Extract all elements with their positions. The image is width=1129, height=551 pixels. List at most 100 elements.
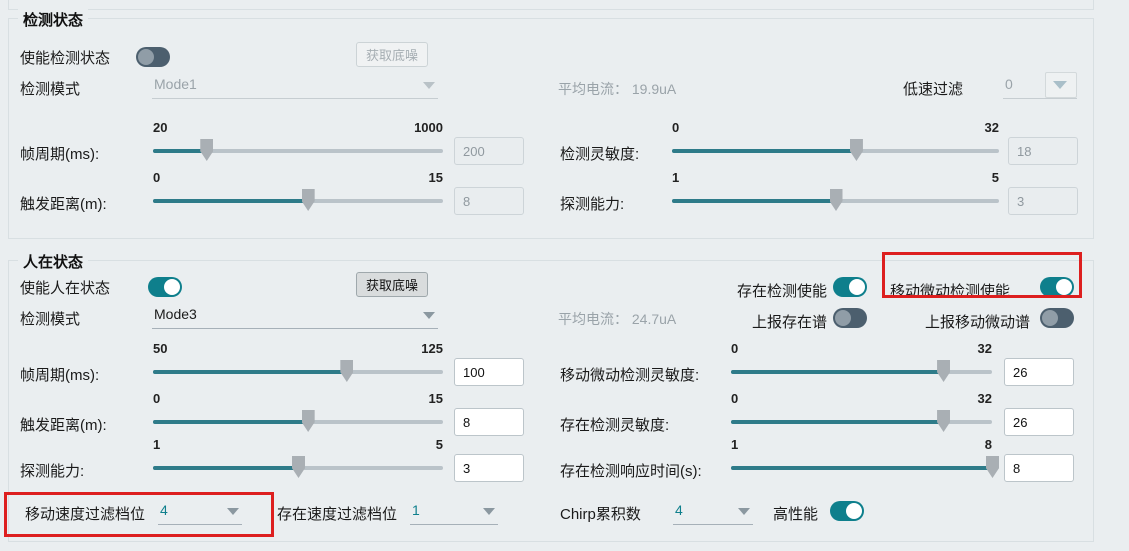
slider-min-label: 1 xyxy=(153,437,161,452)
report-presence-spectrum-toggle[interactable] xyxy=(833,308,867,328)
motion-speed-filter-label: 移动速度过滤档位 xyxy=(25,506,146,523)
slider-track[interactable] xyxy=(153,199,443,203)
slider-thumb[interactable] xyxy=(829,189,843,211)
slider-fill xyxy=(672,149,856,153)
get-noise-floor-button: 获取底噪 xyxy=(356,42,428,67)
slider-fill xyxy=(731,466,992,470)
slider-track[interactable] xyxy=(731,420,992,424)
slider-fill xyxy=(153,149,207,153)
chirp-accumulation-select[interactable]: 4 xyxy=(673,499,753,525)
slider-thumb[interactable] xyxy=(340,360,354,382)
chevron-down-icon xyxy=(423,312,435,319)
slider-min-label: 1 xyxy=(672,170,680,185)
detection-capability-value-input xyxy=(1008,187,1078,215)
frame-period-slider[interactable]: 20 1000 xyxy=(153,120,443,164)
slider-thumb[interactable] xyxy=(849,139,863,161)
slider-fill xyxy=(153,466,298,470)
slider-min-label: 0 xyxy=(672,120,680,135)
detection-capability-label: 探测能力: xyxy=(560,196,625,213)
detection-capability-slider[interactable]: 1 5 xyxy=(153,437,443,481)
trigger-distance-slider[interactable]: 0 15 xyxy=(153,391,443,435)
slider-track[interactable] xyxy=(731,466,992,470)
frame-period-slider[interactable]: 50 125 xyxy=(153,341,443,385)
motion-sensitivity-value-input[interactable] xyxy=(1004,358,1074,386)
section-presence-groupbox xyxy=(8,260,1094,542)
detection-sensitivity-label: 检测灵敏度: xyxy=(560,146,640,163)
chevron-down-icon xyxy=(227,508,239,515)
slider-thumb[interactable] xyxy=(937,360,951,382)
detection-capability-slider[interactable]: 1 5 xyxy=(672,170,999,214)
slider-thumb[interactable] xyxy=(200,139,214,161)
presence-mode-value: Mode3 xyxy=(154,306,197,322)
presence-sensitivity-value-input[interactable] xyxy=(1004,408,1074,436)
slider-track[interactable] xyxy=(153,370,443,374)
report-motion-spectrum-label: 上报移动微动谱 xyxy=(924,314,1030,331)
presence-speed-filter-select[interactable]: 1 xyxy=(410,499,498,525)
motion-sensitivity-slider[interactable]: 0 32 xyxy=(731,341,992,385)
presence-response-time-label: 存在检测响应时间(s): xyxy=(560,463,702,480)
detection-mode-select: Mode1 xyxy=(152,73,438,99)
slider-max-label: 32 xyxy=(984,120,999,135)
slider-thumb[interactable] xyxy=(301,189,315,211)
slider-min-label: 0 xyxy=(731,391,739,406)
slider-track[interactable] xyxy=(731,370,992,374)
toggle-knob xyxy=(1042,310,1058,326)
high-performance-label: 高性能 xyxy=(773,506,819,523)
motion-speed-filter-value: 4 xyxy=(160,502,168,518)
presence-response-time-slider[interactable]: 1 8 xyxy=(731,437,999,481)
slider-fill xyxy=(731,370,944,374)
slider-max-label: 5 xyxy=(435,437,443,452)
slider-min-label: 0 xyxy=(153,391,161,406)
toggle-knob xyxy=(138,49,154,65)
trigger-distance-slider[interactable]: 0 15 xyxy=(153,170,443,214)
chevron-down-icon xyxy=(423,82,435,89)
presence-sensitivity-slider[interactable]: 0 32 xyxy=(731,391,992,435)
detection-capability-value-input[interactable] xyxy=(454,454,524,482)
motion-detect-enable-toggle[interactable] xyxy=(1040,277,1074,297)
section-detection-title: 检测状态 xyxy=(18,9,89,30)
slider-max-label: 15 xyxy=(428,391,443,406)
slider-track[interactable] xyxy=(153,420,443,424)
enable-presence-label: 使能人在状态 xyxy=(20,280,111,297)
toggle-knob xyxy=(835,310,851,326)
trigger-distance-label: 触发距离(m): xyxy=(20,196,107,213)
presence-response-time-value-input[interactable] xyxy=(1004,454,1074,482)
slider-track[interactable] xyxy=(672,149,999,153)
presence-detect-enable-toggle[interactable] xyxy=(833,277,867,297)
slider-thumb[interactable] xyxy=(937,410,951,432)
trigger-distance-value-input xyxy=(454,187,524,215)
motion-detect-enable-label: 移动微动检测使能 xyxy=(890,283,1011,300)
motion-speed-filter-select[interactable]: 4 xyxy=(158,499,242,525)
chevron-down-icon xyxy=(738,508,750,515)
slider-max-label: 1000 xyxy=(414,120,443,135)
slider-thumb[interactable] xyxy=(301,410,315,432)
enable-detection-label: 使能检测状态 xyxy=(20,50,111,67)
trigger-distance-value-input[interactable] xyxy=(454,408,524,436)
previous-groupbox-edge xyxy=(8,0,1094,10)
chirp-accumulation-label: Chirp累积数 xyxy=(560,506,641,523)
average-current-text: 平均电流： 24.7uA xyxy=(558,311,677,327)
detection-mode-value: Mode1 xyxy=(154,76,197,92)
presence-mode-select[interactable]: Mode3 xyxy=(152,303,438,329)
frame-period-label: 帧周期(ms): xyxy=(20,146,100,163)
toggle-knob xyxy=(164,279,180,295)
slider-min-label: 1 xyxy=(731,437,739,452)
slider-thumb[interactable] xyxy=(986,456,999,478)
get-noise-floor-button[interactable]: 获取底噪 xyxy=(356,272,428,297)
low-speed-filter-label: 低速过滤 xyxy=(903,81,964,98)
frame-period-value-input[interactable] xyxy=(454,358,524,386)
enable-presence-toggle[interactable] xyxy=(148,277,182,297)
trigger-distance-label: 触发距离(m): xyxy=(20,417,107,434)
report-motion-spectrum-toggle[interactable] xyxy=(1040,308,1074,328)
low-speed-filter-select: 0 xyxy=(1003,72,1077,99)
detection-sensitivity-slider[interactable]: 0 32 xyxy=(672,120,999,164)
enable-detection-toggle xyxy=(136,47,170,67)
low-speed-filter-value: 0 xyxy=(1005,76,1013,92)
slider-min-label: 50 xyxy=(153,341,168,356)
slider-track[interactable] xyxy=(153,149,443,153)
detection-mode-label: 检测模式 xyxy=(20,81,81,98)
slider-thumb[interactable] xyxy=(292,456,305,478)
slider-max-label: 8 xyxy=(984,437,992,452)
high-performance-toggle[interactable] xyxy=(830,501,864,521)
